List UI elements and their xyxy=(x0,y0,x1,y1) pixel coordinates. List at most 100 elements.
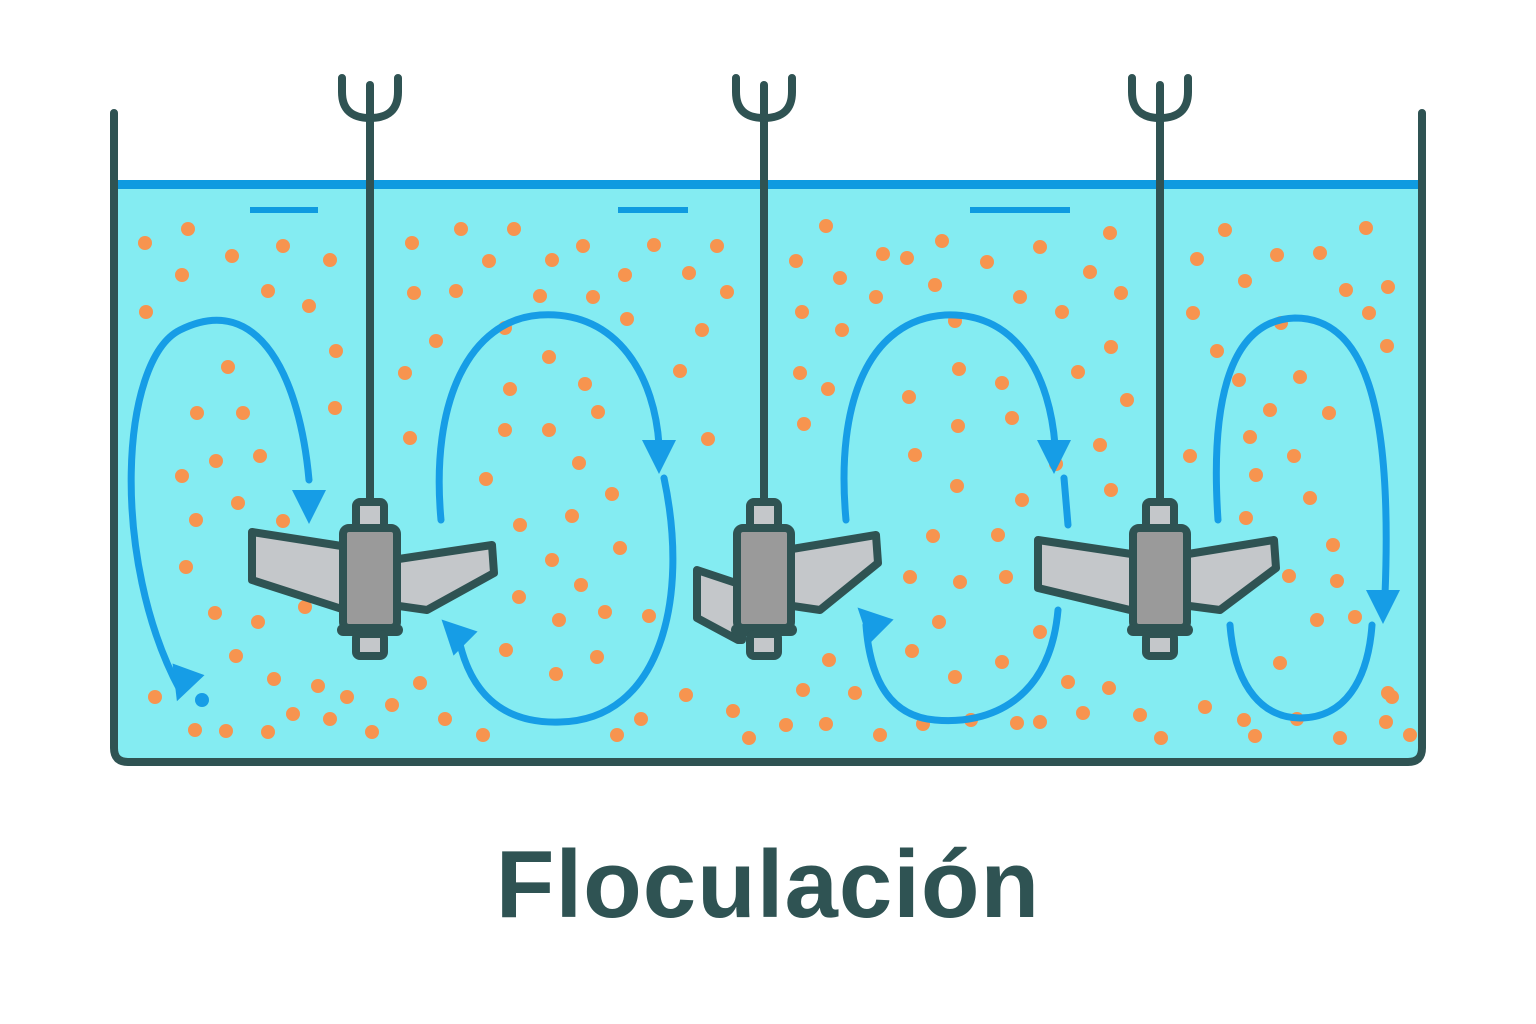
particle xyxy=(1055,305,1069,319)
flow-arrow-path xyxy=(127,316,313,694)
particle xyxy=(329,344,343,358)
surface-ripple-mark xyxy=(970,207,1070,213)
particle xyxy=(542,423,556,437)
particle xyxy=(253,449,267,463)
particle xyxy=(1033,240,1047,254)
particle xyxy=(1293,370,1307,384)
particle xyxy=(276,239,290,253)
particle xyxy=(720,285,734,299)
particle xyxy=(1104,483,1118,497)
particle xyxy=(1273,656,1287,670)
particle xyxy=(1010,716,1024,730)
particle xyxy=(848,686,862,700)
particle xyxy=(545,553,559,567)
particle xyxy=(276,514,290,528)
particle xyxy=(311,679,325,693)
particle xyxy=(225,249,239,263)
particle xyxy=(991,528,1005,542)
particle xyxy=(545,253,559,267)
particle xyxy=(796,683,810,697)
particle xyxy=(512,590,526,604)
particle xyxy=(209,454,223,468)
particle xyxy=(833,271,847,285)
particle xyxy=(236,406,250,420)
particle xyxy=(1013,290,1027,304)
particle xyxy=(498,423,512,437)
particle xyxy=(1083,265,1097,279)
particle xyxy=(1033,715,1047,729)
particle xyxy=(742,731,756,745)
particle xyxy=(903,570,917,584)
particle xyxy=(1380,339,1394,353)
particle xyxy=(1403,728,1417,742)
particle xyxy=(576,239,590,253)
particle xyxy=(999,570,1013,584)
particle xyxy=(1333,731,1347,745)
particle xyxy=(231,496,245,510)
particle xyxy=(1232,373,1246,387)
particle xyxy=(695,323,709,337)
particle xyxy=(552,613,566,627)
particle xyxy=(869,290,883,304)
flow-arrow-path xyxy=(1226,621,1376,722)
particle xyxy=(503,382,517,396)
particle xyxy=(873,728,887,742)
particle xyxy=(476,728,490,742)
arrowhead-icon xyxy=(857,607,894,644)
particle xyxy=(1263,403,1277,417)
particle xyxy=(1061,675,1075,689)
particle xyxy=(1326,538,1340,552)
particle xyxy=(797,417,811,431)
particle xyxy=(905,644,919,658)
particle xyxy=(1114,286,1128,300)
particle xyxy=(565,509,579,523)
particle xyxy=(1076,706,1090,720)
particle xyxy=(701,432,715,446)
particle xyxy=(610,728,624,742)
particle xyxy=(995,655,1009,669)
particle xyxy=(951,419,965,433)
particle xyxy=(1238,274,1252,288)
particle xyxy=(1322,406,1336,420)
mixer-3 xyxy=(1034,74,1280,660)
particle xyxy=(286,707,300,721)
particle xyxy=(995,376,1009,390)
particle xyxy=(642,609,656,623)
particle xyxy=(340,690,354,704)
particle xyxy=(1133,708,1147,722)
particle xyxy=(779,718,793,732)
particle xyxy=(710,239,724,253)
particle xyxy=(620,312,634,326)
particle xyxy=(821,382,835,396)
particle xyxy=(323,253,337,267)
particle xyxy=(928,278,942,292)
particle xyxy=(1104,340,1118,354)
mixer-2 xyxy=(693,74,882,660)
particle xyxy=(1198,700,1212,714)
particle xyxy=(1348,610,1362,624)
particle xyxy=(1183,449,1197,463)
particle xyxy=(1103,226,1117,240)
particle xyxy=(1249,468,1263,482)
particle xyxy=(251,615,265,629)
particle xyxy=(953,575,967,589)
particle xyxy=(261,725,275,739)
particle xyxy=(1310,613,1324,627)
particle xyxy=(533,289,547,303)
tank-walls xyxy=(110,109,1426,766)
particle xyxy=(876,247,890,261)
particle xyxy=(1237,713,1251,727)
particle xyxy=(328,401,342,415)
particle xyxy=(1186,306,1200,320)
particle xyxy=(398,366,412,380)
particle xyxy=(1154,731,1168,745)
particle xyxy=(980,255,994,269)
particle xyxy=(175,469,189,483)
particle xyxy=(139,305,153,319)
trident-motor-icon xyxy=(1128,74,1192,123)
particle xyxy=(148,690,162,704)
particle xyxy=(189,513,203,527)
particle xyxy=(1239,511,1253,525)
particle xyxy=(1102,681,1116,695)
flow-arrow-path xyxy=(455,474,677,726)
